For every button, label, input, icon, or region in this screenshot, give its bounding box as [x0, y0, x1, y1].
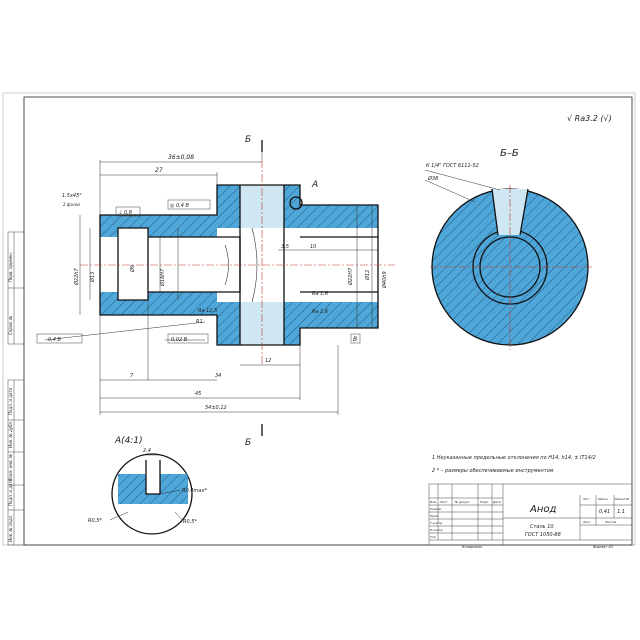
tb-header: № докум.	[454, 500, 470, 504]
margin-label: Справ. №	[8, 316, 13, 335]
main-dimensions: 36±0,08 27 1,5х45° 2 фаски ⊥ 0,8 ◎ 0,4 В…	[36, 135, 388, 448]
dim-d-inner: Ø22H7	[347, 267, 354, 286]
dim-d12: Ø12	[364, 270, 371, 281]
tol-frame-3: 0,02 В	[167, 333, 209, 344]
dim-24: 2,4	[143, 448, 151, 454]
tb-header: Изм.	[430, 500, 437, 504]
sheets-label: Листов	[604, 520, 616, 524]
svg-text:⊥ 0,8: ⊥ 0,8	[118, 210, 132, 216]
svg-text:В: В	[353, 336, 357, 343]
dim-r05a: R0,5*	[88, 518, 102, 524]
tb-role: Пров.	[430, 514, 439, 518]
margin-label: Взам. инв. №	[8, 454, 13, 481]
format-label: Формат А3	[593, 545, 613, 549]
dim-35: 3,5	[281, 244, 289, 250]
scale-value: 1:1	[617, 509, 625, 515]
dim-r38: Ø38	[427, 175, 438, 182]
col-mass: Масса	[598, 497, 608, 501]
dim-chamfer: 1,5х45°	[62, 193, 82, 199]
dim-7: 7	[130, 373, 134, 379]
dim-r16a: Ra 1,6	[312, 291, 328, 297]
svg-text:Б–Б: Б–Б	[500, 148, 519, 159]
tb-role: Разраб.	[430, 507, 442, 511]
margin-label: Инв. № подл.	[8, 514, 13, 542]
dim-36: 36±0,08	[168, 154, 194, 161]
margin-label: Инв. № дубл.	[8, 421, 13, 448]
label-a: А	[311, 180, 318, 190]
dim-34: 34	[215, 373, 221, 379]
mass-value: 0,41	[599, 509, 610, 515]
dim-r1: R1	[196, 319, 203, 325]
tb-header: Дата	[492, 500, 501, 504]
svg-text:0,02 В: 0,02 В	[171, 337, 188, 343]
dim-r04: R0,4max*	[182, 488, 207, 494]
detail-a: А(4:1) 2,4 R0,4max* R0,5* R0,5*	[88, 436, 207, 535]
col-scale: Масштаб	[615, 497, 629, 501]
margin-strip: Перв. примен. Справ. № Подп. и дата Инв.…	[7, 231, 25, 546]
material-line1: Сталь 10	[530, 524, 554, 530]
cut-label-bottom: Б	[245, 438, 251, 448]
dim-k14: К 1/4" ГОСТ 6111-52	[426, 163, 479, 169]
tb-role: Т.контр.	[430, 521, 443, 525]
section-bb: Б–Б К 1/4" ГОСТ 6111-52 Ø38	[424, 148, 592, 350]
margin-label: Подп. и дата	[8, 387, 13, 415]
col-lit: Лит.	[582, 497, 590, 501]
dim-45: 45	[195, 391, 201, 397]
tol-frame-2: ◎ 0,4 В	[167, 199, 211, 210]
title-block: Изм. Лист № докум. Подп. Дата Разраб. Пр…	[428, 483, 633, 549]
dim-d13: Ø13	[89, 272, 96, 283]
tol-frame-flat: 0,4 В	[36, 333, 83, 344]
material-line2: ГОСТ 1050-88	[525, 532, 561, 538]
dim-10: 10	[310, 244, 316, 250]
dim-27: 27	[155, 167, 163, 174]
note-1: 1 Неуказанные предельные отклонения по Н…	[432, 455, 596, 461]
dim-r125: Ra 12,5	[198, 308, 217, 314]
tb-role: Н.контр.	[430, 528, 443, 532]
tb-header: Подп.	[480, 500, 489, 504]
svg-text:А(4:1): А(4:1)	[114, 436, 143, 446]
dim-d40: Ø40h9	[381, 271, 388, 289]
dim-d22: Ø22h7	[73, 268, 80, 286]
dim-12: 12	[265, 358, 271, 364]
cut-label-top: Б	[245, 135, 251, 145]
tb-header: Лист	[439, 500, 448, 504]
tol-frame-1: ⊥ 0,8	[115, 206, 141, 217]
dim-r05b: R0,5*	[183, 519, 197, 525]
note-2: 2 * – размеры обеспечиваемые инструменто…	[432, 468, 554, 474]
roughness-symbol: √ Ra3.2 (√)	[567, 114, 612, 123]
dim-54: 54±0,12	[205, 405, 227, 411]
dim-d16: Ø16H7	[159, 268, 166, 287]
part-name: Анод	[529, 504, 556, 515]
tb-role: Утв.	[430, 535, 436, 539]
margin-label: Перв. примен.	[8, 252, 13, 282]
datum-b-marker: В	[350, 333, 361, 344]
svg-text:◎ 0,4 В: ◎ 0,4 В	[170, 203, 189, 209]
dim-chamfer2: 2 фаски	[63, 202, 80, 207]
margin-label: Подп. и дата	[8, 478, 13, 506]
svg-text:0,4 В: 0,4 В	[48, 337, 62, 343]
copied-label: Копировал	[462, 545, 483, 549]
main-view	[80, 160, 395, 365]
dim-r16b: Ra 1,6	[312, 309, 328, 315]
sheet-label: Лист	[582, 520, 591, 524]
dim-d9: Ø9	[129, 265, 136, 273]
